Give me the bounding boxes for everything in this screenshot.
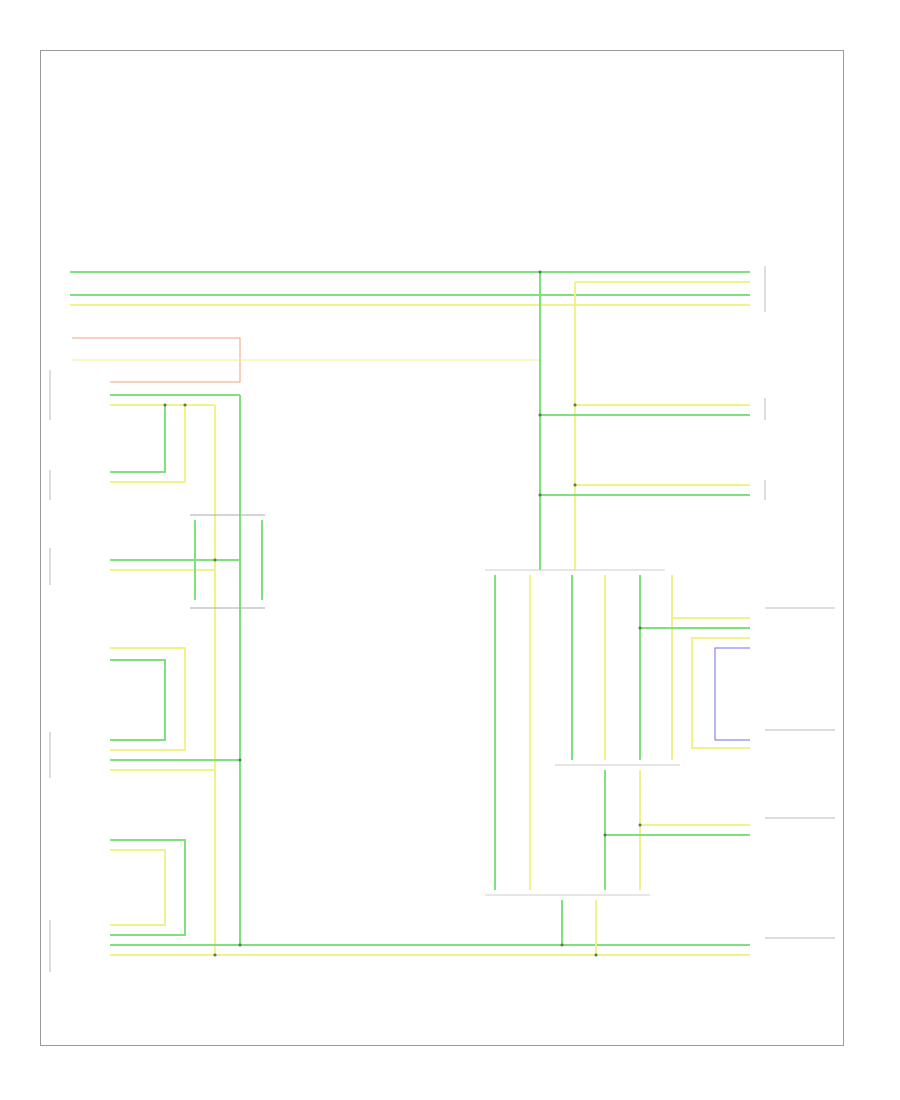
left-harness [110, 394, 750, 956]
dot [238, 758, 242, 762]
top-harness [70, 271, 750, 383]
wire-l4 [110, 405, 186, 483]
dot [213, 953, 217, 957]
splice-dots [163, 270, 642, 957]
diagram-frame [40, 50, 844, 1046]
wire-r9 [691, 637, 750, 749]
dot [594, 953, 598, 957]
dot [560, 943, 564, 947]
dot [183, 403, 187, 407]
dot [603, 833, 607, 837]
dot [538, 413, 542, 417]
dot [213, 558, 217, 562]
wire-l12 [110, 849, 166, 926]
wire-l8 [110, 659, 166, 741]
dot [538, 270, 542, 274]
center-splice [485, 569, 750, 955]
dot [638, 626, 642, 630]
wire-l7 [110, 647, 186, 751]
dot [573, 403, 577, 407]
dot [638, 823, 642, 827]
dot [573, 483, 577, 487]
dot [538, 493, 542, 497]
wire-blue [714, 647, 750, 741]
right-brackets [764, 266, 835, 939]
wire-l11 [110, 839, 186, 936]
dot [163, 403, 167, 407]
dot [238, 943, 242, 947]
right-trunks [539, 272, 750, 570]
left-splice [190, 514, 265, 609]
wire-l3 [110, 405, 166, 473]
